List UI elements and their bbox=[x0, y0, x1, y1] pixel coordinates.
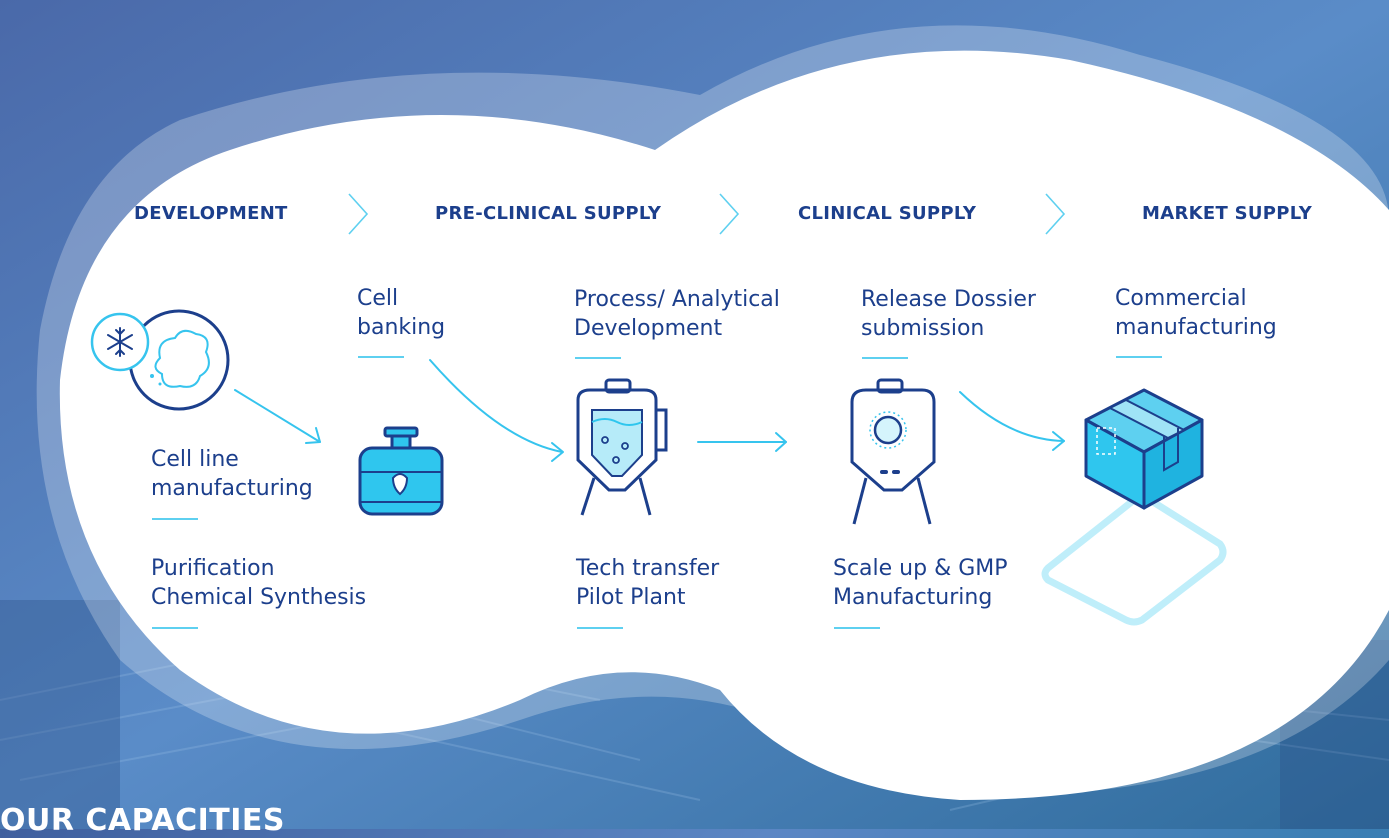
step-scale-up-gmp: Scale up & GMP Manufacturing bbox=[833, 556, 1008, 610]
chevron-right-icon bbox=[719, 193, 740, 235]
underline bbox=[575, 357, 621, 359]
underline bbox=[577, 627, 623, 629]
snowflake-icon bbox=[90, 312, 150, 372]
stage-clinical-supply: CLINICAL SUPPLY bbox=[798, 203, 977, 224]
underline bbox=[152, 518, 198, 520]
stage-development: DEVELOPMENT bbox=[134, 203, 288, 224]
cloud-shape bbox=[59, 50, 1389, 800]
cell-bank-vessel-icon bbox=[358, 426, 444, 516]
bioreactor-icon bbox=[576, 378, 668, 516]
section-title: OUR CAPACITIES bbox=[0, 803, 285, 838]
underline bbox=[862, 357, 908, 359]
underline bbox=[152, 627, 198, 629]
step-cell-line-manufacturing: Cell line manufacturing bbox=[151, 447, 313, 501]
arrow-right-icon bbox=[234, 389, 321, 443]
chevron-right-icon bbox=[348, 193, 369, 235]
step-tech-transfer: Tech transfer Pilot Plant bbox=[576, 556, 720, 610]
step-release-dossier: Release Dossier submission bbox=[861, 287, 1036, 341]
step-purification: Purification Chemical Synthesis bbox=[151, 556, 367, 610]
chevron-right-icon bbox=[1045, 193, 1066, 235]
arrow-right-icon bbox=[959, 391, 1065, 442]
underline bbox=[834, 627, 880, 629]
reactor-icon bbox=[850, 378, 936, 525]
step-cell-banking: Cell banking bbox=[357, 286, 446, 340]
package-box-icon bbox=[1041, 388, 1227, 626]
stage-market-supply: MARKET SUPPLY bbox=[1142, 203, 1313, 224]
step-process-analytical: Process/ Analytical Development bbox=[574, 287, 780, 341]
underline bbox=[358, 356, 404, 358]
underline bbox=[1116, 356, 1162, 358]
arrow-right-icon bbox=[429, 359, 563, 453]
step-commercial-manufacturing: Commercial manufacturing bbox=[1115, 286, 1277, 340]
stage-pre-clinical-supply: PRE-CLINICAL SUPPLY bbox=[435, 203, 662, 224]
